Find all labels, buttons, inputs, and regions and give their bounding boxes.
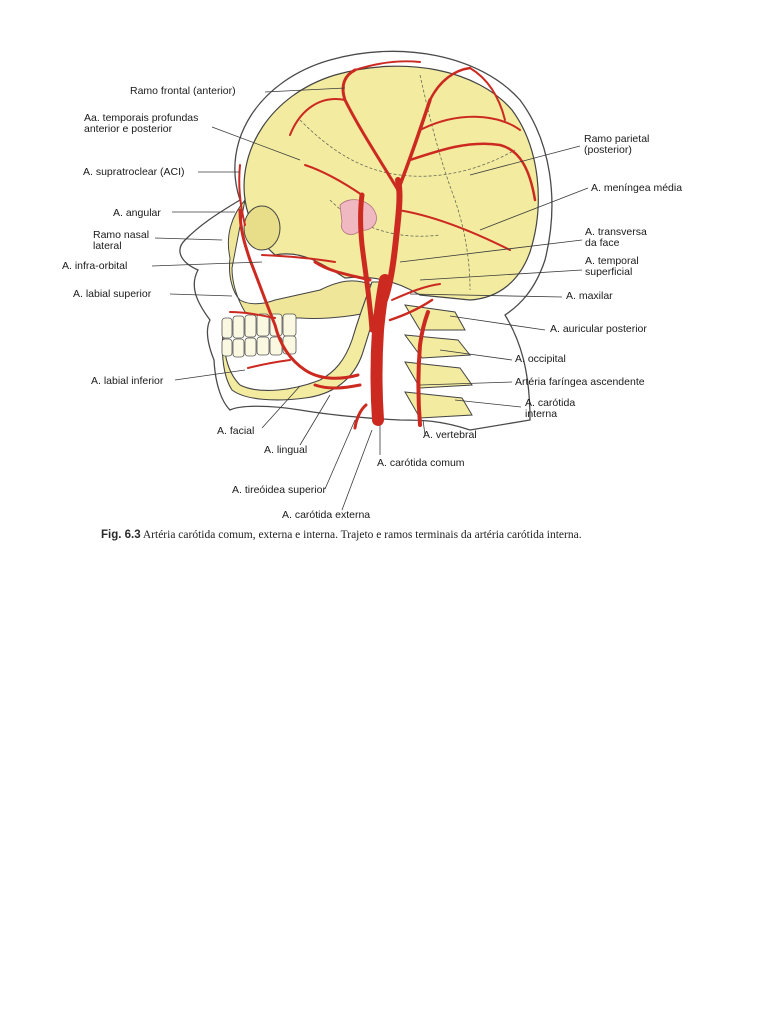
label-temporais-profundas-2: anterior e posterior — [84, 123, 173, 135]
label-temporal-superficial-2: superficial — [585, 266, 633, 278]
facial-artery — [238, 208, 360, 380]
label-angular: A. angular — [113, 207, 161, 219]
label-ramo-parietal-1: Ramo parietal — [584, 133, 650, 145]
label-ramo-frontal: Ramo frontal (anterior) — [130, 85, 236, 97]
label-labial-inferior: A. labial inferior — [91, 375, 164, 387]
head-outline — [179, 50, 553, 431]
label-ramo-parietal-2: (posterior) — [584, 144, 632, 156]
label-transversa-face-1: A. transversa — [585, 226, 647, 238]
label-meningea-media: A. meníngea média — [591, 182, 683, 194]
arteries — [229, 60, 537, 430]
figure-number: Fig. 6.3 — [101, 529, 141, 541]
label-lingual: A. lingual — [264, 444, 308, 456]
label-infra-orbital: A. infra-orbital — [62, 260, 128, 272]
label-maxilar: A. maxilar — [566, 290, 613, 302]
label-transversa-face-2: da face — [585, 237, 620, 249]
skull-cranium — [243, 65, 539, 301]
label-carotida-comum: A. carótida comum — [377, 457, 465, 469]
label-tireoidea-superior: A. tireóidea superior — [232, 484, 326, 496]
label-labial-superior: A. labial superior — [73, 288, 152, 300]
orbit — [243, 205, 281, 251]
label-supratroclear: A. supratroclear (ACI) — [83, 166, 185, 178]
skull-sutures — [299, 74, 516, 291]
figure-caption-text: Artéria carótida comum, externa e intern… — [140, 529, 582, 541]
label-vertebral: A. vertebral — [423, 429, 477, 441]
external-carotid-artery — [358, 192, 375, 333]
label-ramo-nasal-1: Ramo nasal — [93, 229, 150, 241]
label-carotida-externa: A. carótida externa — [282, 509, 371, 521]
vertebral-artery — [416, 310, 430, 427]
label-faringea-ascendente: Artéria faríngea ascendente — [515, 376, 645, 388]
label-carotida-interna-1: A. carótida — [525, 397, 576, 409]
leader-lines — [151, 87, 589, 511]
common-carotid-artery — [370, 274, 391, 426]
label-auricular-posterior: A. auricular posterior — [550, 323, 647, 335]
head-artery-diagram: Ramo frontal (anterior) Aa. temporais pr… — [62, 50, 683, 541]
maxillary-artery — [313, 260, 372, 282]
teeth — [221, 313, 297, 358]
figure-caption: Fig. 6.3 Artéria carótida comum, externa… — [101, 529, 582, 541]
label-carotida-interna-2: interna — [525, 408, 558, 420]
label-temporais-profundas-1: Aa. temporais profundas — [84, 112, 199, 124]
label-ramo-nasal-2: lateral — [93, 240, 122, 252]
anatomy-illustration — [151, 50, 589, 511]
label-occipital: A. occipital — [515, 353, 566, 365]
label-temporal-superficial-1: A. temporal — [585, 255, 639, 267]
label-facial: A. facial — [217, 425, 255, 437]
